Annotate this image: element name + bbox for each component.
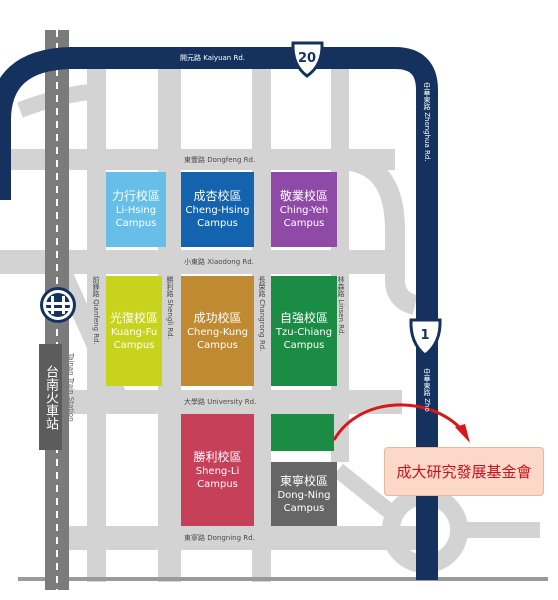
campus-sheng-li[interactable]: 勝利校區 Sheng-Li Campus [181, 414, 254, 526]
campus-name-zh: 自強校區 [279, 310, 328, 325]
train-station-sign[interactable]: 台南火車站 [39, 344, 62, 450]
road-label-dongfeng: 東豐路 Dongfeng Rd. [184, 156, 256, 164]
foundation-arrow-icon [332, 403, 470, 443]
station-name-zh: 台南火車站 [43, 364, 58, 430]
campus-name-en: Cheng-Kung Campus [187, 326, 248, 351]
highway-shield-20-icon [291, 41, 324, 78]
road-label-university: 大學路 University Rd. [184, 398, 257, 406]
road-label-dongning: 東寧路 Dongning Rd. [184, 534, 255, 542]
campus-dong-ning[interactable]: 東寧校區 Dong-Ning Campus [271, 462, 337, 526]
train-station-logo-icon [40, 287, 76, 323]
road-label-qianfeng: 前鋒路 Qianfeng Rd. [92, 276, 100, 345]
road-label-zhonghua: 中華東路 Zhonghua Rd. [423, 82, 431, 162]
campus-ching-yeh[interactable]: 敬業校區 Ching-Yeh Campus [271, 172, 337, 247]
campus-name-en: Sheng-Li Campus [195, 465, 240, 490]
road-label-linsen: 林森路 Linsen Rd. [337, 276, 345, 336]
highway-shield-1-icon [409, 318, 442, 357]
campus-cheng-hsing[interactable]: 成杏校區 Cheng-Hsing Campus [181, 172, 254, 247]
road-label-zhonghua-lower: 中華東路 Zho [423, 368, 431, 412]
road-label-shengli: 勝利路 Shengli Rd. [166, 276, 174, 339]
highway-number-20: 20 [297, 50, 317, 66]
campus-name-en: Cheng-Hsing Campus [185, 205, 250, 229]
campus-name-en: Li-Hsing Campus [115, 205, 157, 229]
campus-name-zh: 力行校區 [111, 189, 160, 203]
campus-tzu-chiang[interactable]: 自強校區 Tzu-Chiang Campus [271, 276, 337, 386]
campus-name-zh: 成杏校區 [193, 189, 242, 203]
campus-name-zh: 成功校區 [193, 310, 242, 325]
station-name-en: Tainan Train Station [67, 353, 75, 422]
campus-name-en: Kuang-Fu Campus [110, 326, 158, 351]
foundation-callout[interactable]: 成大研究發展基金會 [384, 447, 544, 496]
campus-name-en: Ching-Yeh Campus [279, 205, 329, 229]
road-label-xiaodong: 小東路 Xiaodong Rd. [184, 258, 254, 266]
campus-name-zh: 敬業校區 [279, 189, 328, 203]
campus-cheng-kung[interactable]: 成功校區 Cheng-Kung Campus [181, 276, 254, 386]
road-label-kaiyuan: 開元路 Kaiyuan Rd. [180, 54, 245, 62]
campus-name-en: Dong-Ning Campus [277, 489, 331, 514]
campus-name-zh: 東寧校區 [279, 473, 328, 488]
campus-kuang-fu[interactable]: 光復校區 Kuang-Fu Campus [106, 276, 162, 386]
campus-name-en: Tzu-Chiang Campus [275, 326, 333, 351]
campus-name-zh: 光復校區 [109, 310, 158, 325]
campus-extra-block [271, 414, 334, 451]
campus-li-hsing[interactable]: 力行校區 Li-Hsing Campus [106, 172, 166, 247]
campus-name-zh: 勝利校區 [193, 449, 242, 464]
highway-number-1: 1 [420, 327, 430, 343]
road-label-changrong: 長榮路 Changrong Rd. [258, 276, 266, 352]
